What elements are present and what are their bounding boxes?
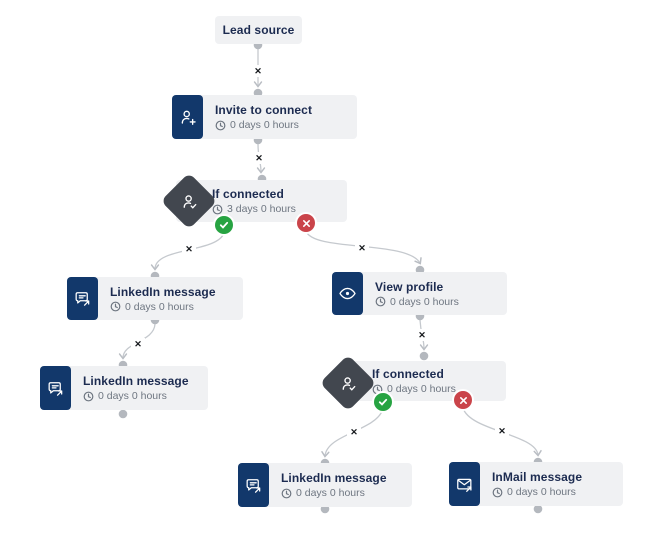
branch-yes-port[interactable] [374,393,392,411]
clock-icon [492,487,503,497]
branch-yes-port[interactable] [215,216,233,234]
user-plus-icon [172,95,203,139]
connection-dot[interactable] [419,351,429,361]
node-title: View profile [375,279,444,294]
node-title: LinkedIn message [83,374,189,388]
node-delay: 0 days 0 hours [98,390,167,402]
chat-bubble-send-icon [238,463,269,507]
edge-delete-button[interactable]: ✕ [495,425,509,437]
user-check-icon [342,376,356,390]
node-title: InMail message [492,470,583,484]
edge-delete-button[interactable]: ✕ [347,426,361,438]
edge-delete-button[interactable]: ✕ [355,242,369,254]
node-lead-source[interactable]: Lead source [215,16,302,44]
node-delay: 0 days 0 hours [230,119,299,131]
node-title: If connected [372,367,444,381]
check-icon [219,221,229,229]
condition-diamond[interactable] [319,354,377,412]
chat-bubble-send-icon [40,366,71,410]
edge-delete-button[interactable]: ✕ [252,152,266,164]
node-delay: 0 days 0 hours [387,383,456,395]
node-linkedin-message-2[interactable]: LinkedIn message 0 days 0 hours [40,366,208,410]
user-check-icon [183,194,197,208]
connection-dot[interactable] [118,409,128,419]
mail-send-icon [449,462,480,506]
x-icon [302,219,310,227]
eye-icon [332,272,363,315]
check-icon [378,398,388,406]
condition-diamond[interactable] [160,172,218,230]
chat-bubble-send-icon [67,277,98,320]
clock-icon [215,120,226,130]
edge-delete-button[interactable]: ✕ [251,65,265,77]
node-title: Invite to connect [215,103,313,117]
node-title: Lead source [222,23,295,37]
node-inmail-message[interactable]: InMail message 0 days 0 hours [449,462,623,506]
node-linkedin-message-1[interactable]: LinkedIn message 0 days 0 hours [67,277,243,320]
branch-no-port[interactable] [297,214,315,232]
node-invite-to-connect[interactable]: Invite to connect 0 days 0 hours [172,95,357,139]
branch-no-port[interactable] [454,391,472,409]
node-delay: 0 days 0 hours [125,300,194,313]
clock-icon [110,301,121,312]
clock-icon [375,296,386,307]
x-icon [459,396,467,404]
edge-delete-button[interactable]: ✕ [182,243,196,255]
clock-icon [212,204,223,214]
node-title: LinkedIn message [281,471,387,485]
node-delay: 3 days 0 hours [227,203,296,215]
node-linkedin-message-3[interactable]: LinkedIn message 0 days 0 hours [238,463,412,507]
clock-icon [281,488,292,498]
edge-delete-button[interactable]: ✕ [131,338,145,350]
node-title: If connected [212,187,284,201]
node-delay: 0 days 0 hours [390,295,459,308]
edge-delete-button[interactable]: ✕ [415,329,429,341]
node-delay: 0 days 0 hours [507,486,576,498]
node-title: LinkedIn message [110,284,216,299]
clock-icon [83,391,94,401]
node-view-profile[interactable]: View profile 0 days 0 hours [332,272,507,315]
node-delay: 0 days 0 hours [296,487,365,499]
